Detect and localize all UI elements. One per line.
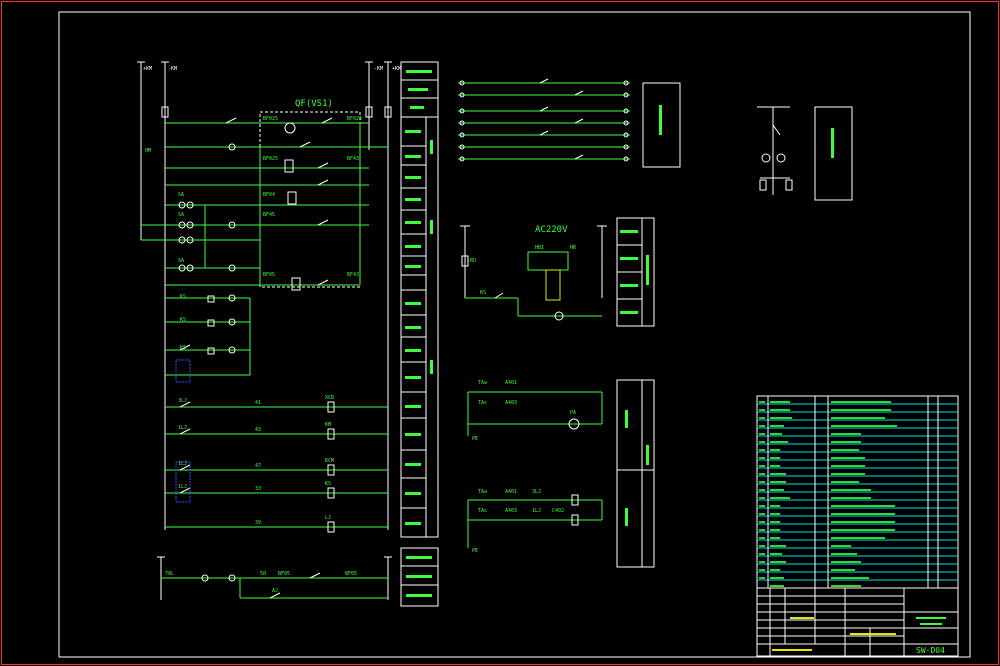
svg-text:C402: C402 bbox=[552, 508, 564, 514]
svg-text:KS: KS bbox=[325, 481, 331, 487]
svg-text:AJ: AJ bbox=[272, 588, 278, 594]
breaker-module-box bbox=[259, 111, 361, 288]
svg-text:BF025: BF025 bbox=[263, 156, 278, 162]
svg-text:KS: KS bbox=[180, 294, 186, 300]
protection-circuit: TAa TAc A401 A403 3LJ 1LJ C402 PE bbox=[467, 489, 603, 554]
svg-text:A401: A401 bbox=[505, 489, 517, 495]
svg-text:HR: HR bbox=[570, 245, 577, 251]
breaker-module-label: QF(VS1) bbox=[295, 99, 333, 109]
parts-list-table bbox=[756, 395, 959, 589]
svg-text:47: 47 bbox=[255, 463, 261, 469]
svg-text:SA: SA bbox=[178, 212, 184, 218]
svg-text:TAc: TAc bbox=[478, 400, 487, 406]
svg-text:BF025: BF025 bbox=[347, 116, 362, 122]
svg-text:BF05: BF05 bbox=[263, 272, 275, 278]
svg-text:-KM: -KM bbox=[374, 66, 383, 72]
svg-text:KS: KS bbox=[180, 317, 186, 323]
svg-text:50: 50 bbox=[260, 571, 266, 577]
svg-text:70L: 70L bbox=[165, 571, 174, 577]
svg-text:TAa: TAa bbox=[478, 380, 487, 386]
svg-text:XCB: XCB bbox=[325, 395, 334, 401]
title-block: SW-D04 bbox=[756, 587, 959, 657]
svg-text:BF45: BF45 bbox=[263, 212, 275, 218]
svg-text:BF05: BF05 bbox=[278, 571, 290, 577]
svg-text:BF05: BF05 bbox=[345, 571, 357, 577]
svg-text:PA: PA bbox=[570, 410, 576, 416]
control-circuit: +KM -KM -KM +KM HM QF(VS1) bbox=[137, 61, 401, 600]
function-description-column bbox=[400, 61, 439, 607]
svg-text:LJ: LJ bbox=[325, 515, 331, 521]
svg-text:RU: RU bbox=[470, 258, 476, 264]
svg-text:43: 43 bbox=[255, 427, 261, 433]
svg-text:41: 41 bbox=[255, 400, 261, 406]
svg-text:KM: KM bbox=[325, 422, 331, 428]
svg-text:A403: A403 bbox=[505, 400, 517, 406]
svg-text:HBI: HBI bbox=[535, 245, 544, 251]
drawing-number: SW-D04 bbox=[916, 646, 945, 655]
svg-text:A403: A403 bbox=[505, 508, 517, 514]
svg-text:BF43: BF43 bbox=[347, 272, 359, 278]
single-line-diagram bbox=[757, 106, 853, 201]
svg-text:+KM: +KM bbox=[392, 66, 401, 72]
svg-text:3LJ: 3LJ bbox=[532, 489, 541, 495]
svg-text:PE: PE bbox=[472, 436, 478, 442]
svg-text:KS: KS bbox=[180, 345, 186, 351]
svg-text:1LJ: 1LJ bbox=[178, 425, 187, 431]
supply-label: AC220V bbox=[535, 225, 568, 235]
terminal-block-rows bbox=[458, 78, 681, 168]
svg-text:HM: HM bbox=[145, 148, 151, 154]
svg-text:+KM: +KM bbox=[143, 66, 152, 72]
svg-text:-KM: -KM bbox=[168, 66, 177, 72]
svg-text:SA: SA bbox=[178, 192, 184, 198]
svg-text:SA: SA bbox=[178, 258, 184, 264]
svg-text:1LJ: 1LJ bbox=[178, 461, 187, 467]
svg-text:BF43: BF43 bbox=[347, 156, 359, 162]
svg-text:3LJ: 3LJ bbox=[178, 398, 187, 404]
svg-text:39: 39 bbox=[255, 520, 261, 526]
svg-text:BF04: BF04 bbox=[263, 192, 275, 198]
current-metering-circuit: TAa TAc A401 A403 PA PE bbox=[467, 380, 603, 442]
svg-text:1LJ: 1LJ bbox=[532, 508, 541, 514]
svg-text:1LJ: 1LJ bbox=[178, 484, 187, 490]
svg-text:BF025: BF025 bbox=[263, 116, 278, 122]
svg-text:KS: KS bbox=[480, 290, 486, 296]
svg-text:KCM: KCM bbox=[325, 458, 334, 464]
svg-text:PE: PE bbox=[472, 548, 478, 554]
svg-text:TAa: TAa bbox=[478, 489, 487, 495]
svg-text:TAc: TAc bbox=[478, 508, 487, 514]
svg-text:A401: A401 bbox=[505, 380, 517, 386]
svg-text:33: 33 bbox=[255, 486, 261, 492]
sheet-inner-border bbox=[58, 11, 971, 658]
heater-circuit: AC220V RU KS HBI HR bbox=[460, 217, 655, 327]
